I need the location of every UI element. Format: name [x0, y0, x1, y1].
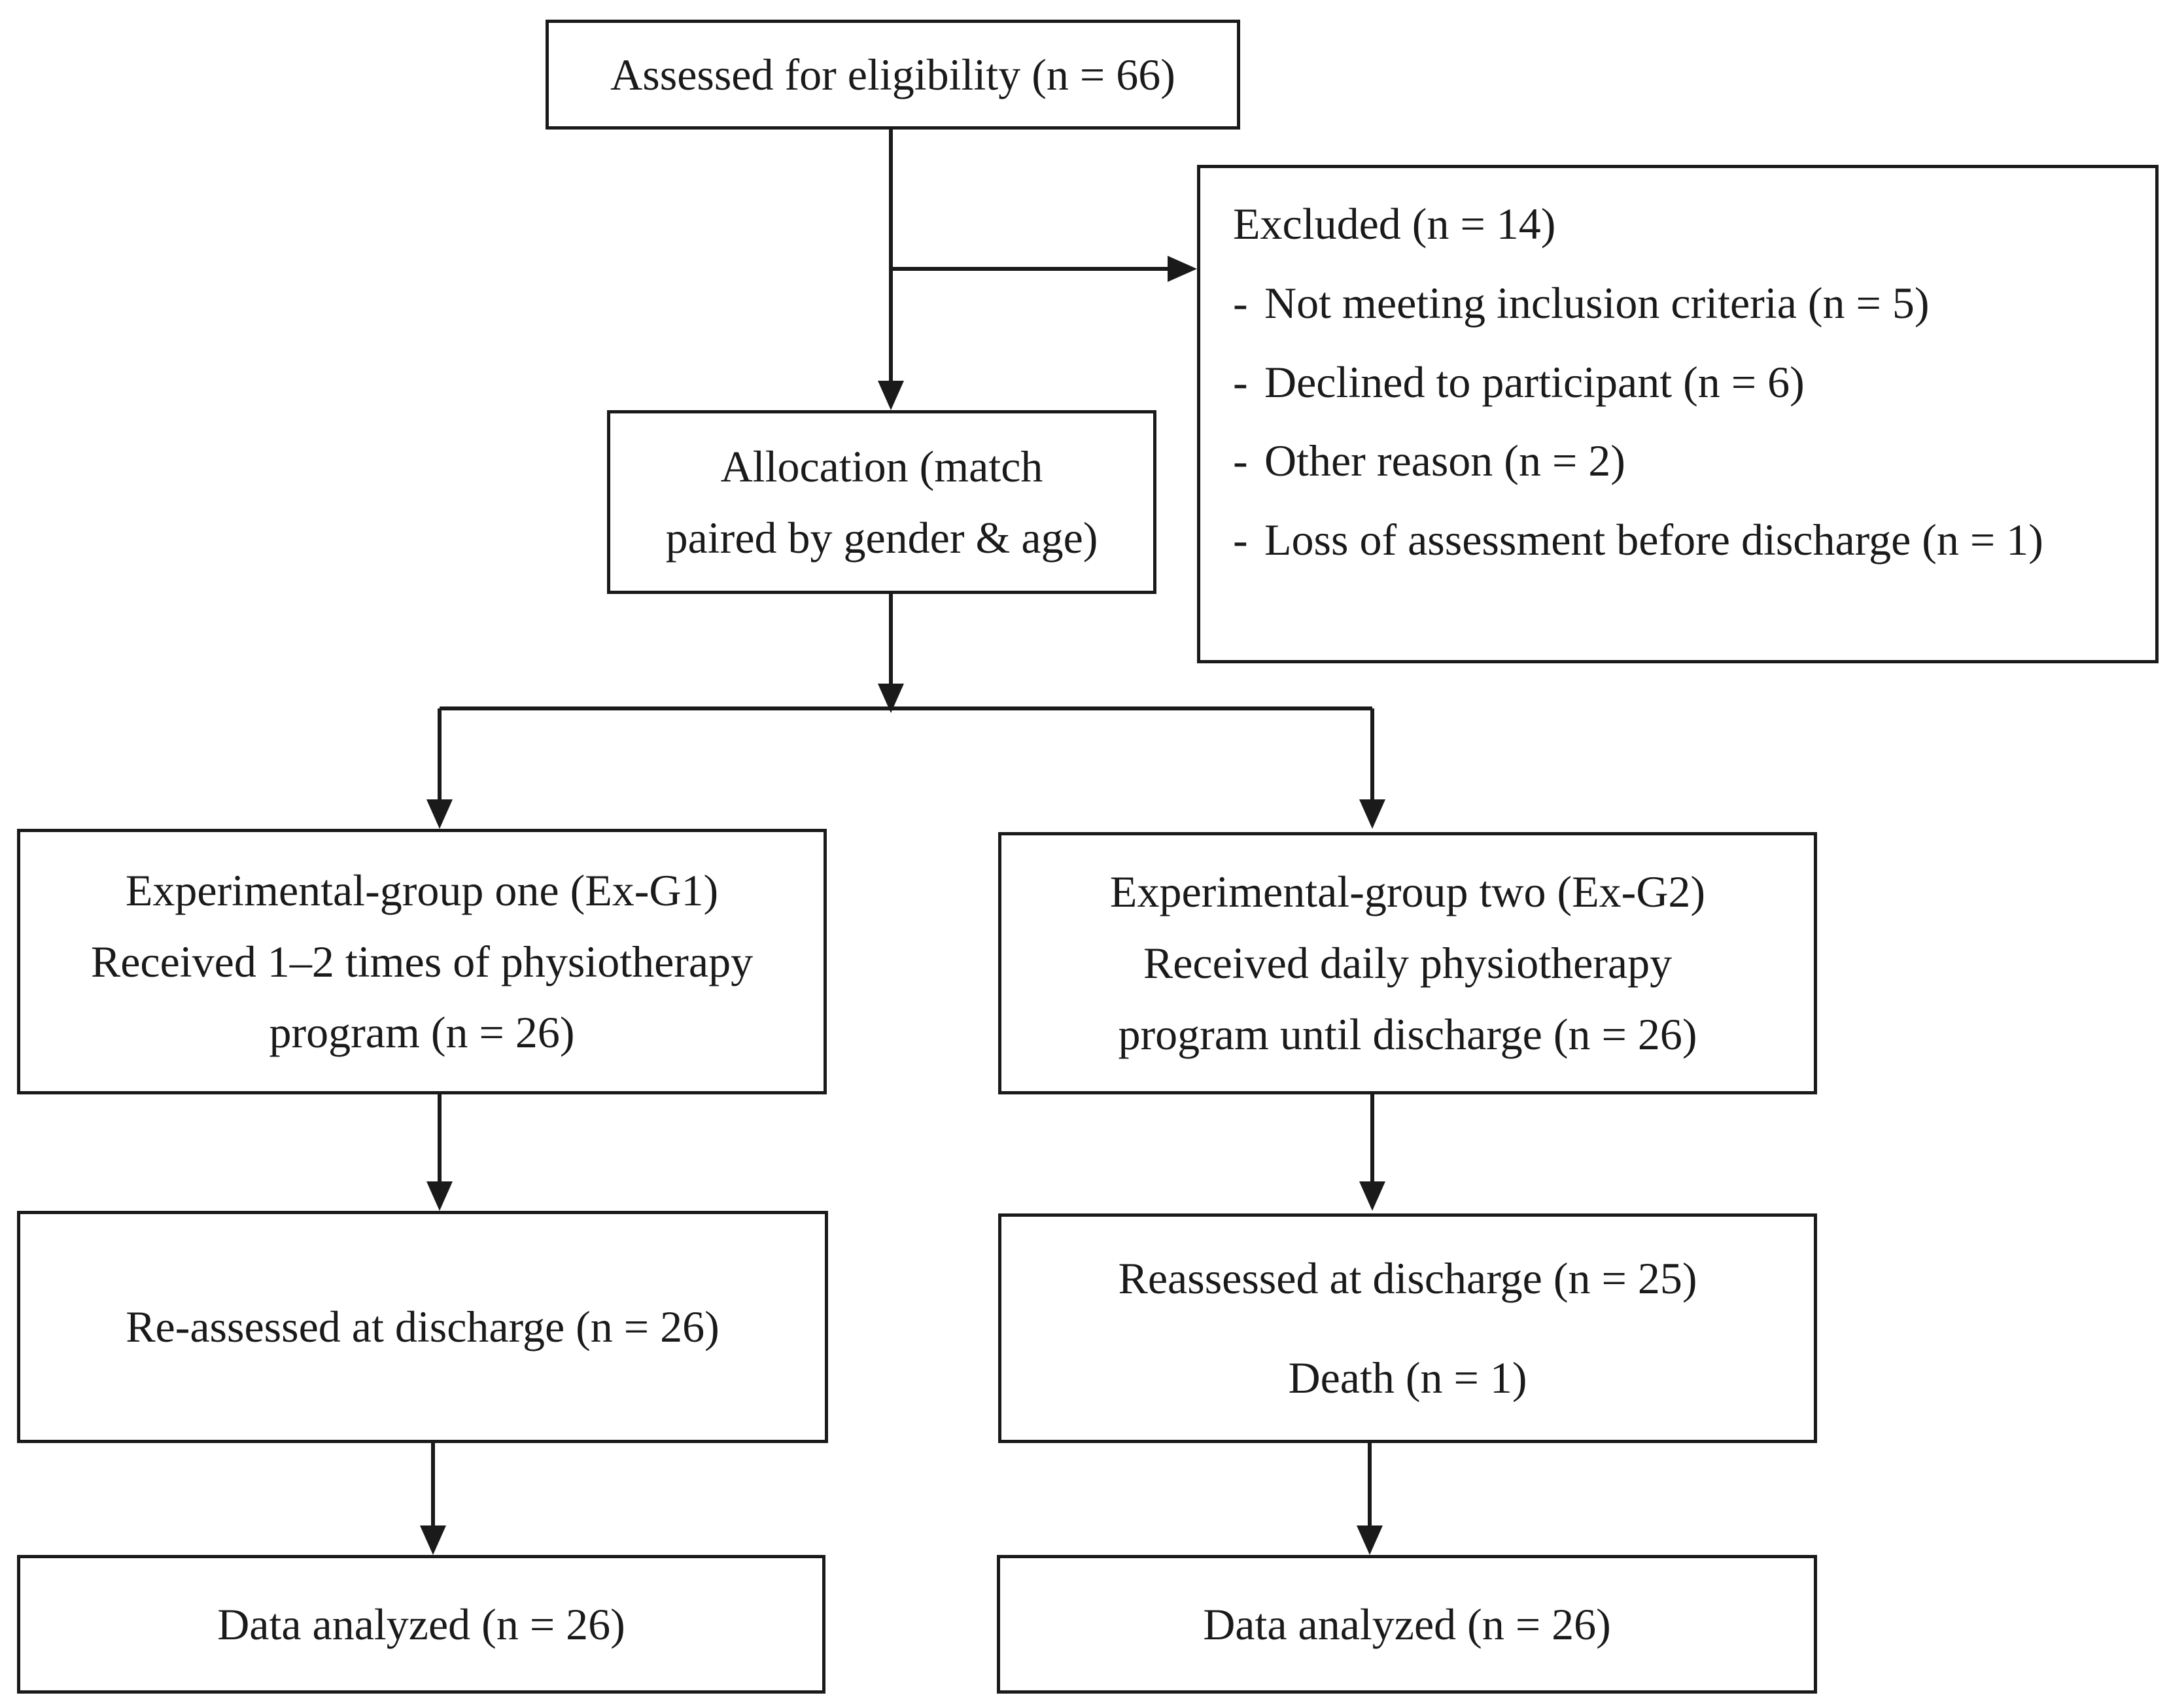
group2-analyzed-box: Data analyzed (n = 26) [997, 1555, 1817, 1694]
arrowhead-allocation [878, 381, 904, 410]
group1-reassessed-box: Re-assessed at discharge (n = 26) [17, 1211, 828, 1443]
excluded-item: -Other reason (n = 2) [1233, 436, 1625, 486]
group1-box: Experimental-group one (Ex-G1) Received … [17, 829, 827, 1094]
allocation-line-2: paired by gender & age) [665, 512, 1098, 563]
excluded-title: Excluded (n = 14) [1233, 199, 1556, 249]
excluded-box: Excluded (n = 14) -Not meeting inclusion… [1197, 165, 2159, 663]
arrowhead-g2-analyzed [1357, 1525, 1383, 1555]
group1-analyzed-label: Data analyzed (n = 26) [217, 1599, 625, 1649]
group2-death-label: Death (n = 1) [1288, 1353, 1527, 1403]
group1-line-3: program (n = 26) [269, 1007, 575, 1058]
excluded-item: -Declined to participant (n = 6) [1233, 357, 1805, 407]
arrowhead-g1 [426, 799, 453, 829]
allocation-line-1: Allocation (match [720, 441, 1043, 491]
arrowhead-g2-reassess [1359, 1181, 1385, 1211]
group2-line-1: Experimental-group two (Ex-G2) [1109, 867, 1706, 917]
arrowhead-g1-analyzed [420, 1525, 446, 1555]
assessed-label: Assessed for eligibility (n = 66) [610, 49, 1175, 99]
group1-reassessed-label: Re-assessed at discharge (n = 26) [126, 1302, 720, 1352]
allocation-box: Allocation (match paired by gender & age… [607, 410, 1156, 594]
assessed-box: Assessed for eligibility (n = 66) [546, 20, 1240, 130]
group2-box: Experimental-group two (Ex-G2) Received … [998, 832, 1817, 1094]
group2-line-3: program until discharge (n = 26) [1118, 1009, 1697, 1059]
group1-line-2: Received 1–2 times of physiotherapy [90, 936, 754, 986]
group1-line-1: Experimental-group one (Ex-G1) [125, 865, 719, 915]
excluded-item: -Loss of assessment before discharge (n … [1233, 515, 2043, 565]
group2-reassessed-box: Reassessed at discharge (n = 25) Death (… [998, 1213, 1817, 1443]
arrowhead-g1-reassess [426, 1181, 453, 1211]
arrowhead-excluded [1168, 256, 1197, 282]
arrowhead-g2 [1359, 799, 1385, 829]
group2-analyzed-label: Data analyzed (n = 26) [1203, 1599, 1611, 1649]
group1-analyzed-box: Data analyzed (n = 26) [17, 1555, 825, 1694]
excluded-item: -Not meeting inclusion criteria (n = 5) [1233, 277, 1930, 328]
arrowhead-split [878, 684, 904, 713]
group2-reassessed-label: Reassessed at discharge (n = 25) [1118, 1253, 1697, 1303]
group2-line-2: Received daily physiotherapy [1143, 938, 1673, 988]
